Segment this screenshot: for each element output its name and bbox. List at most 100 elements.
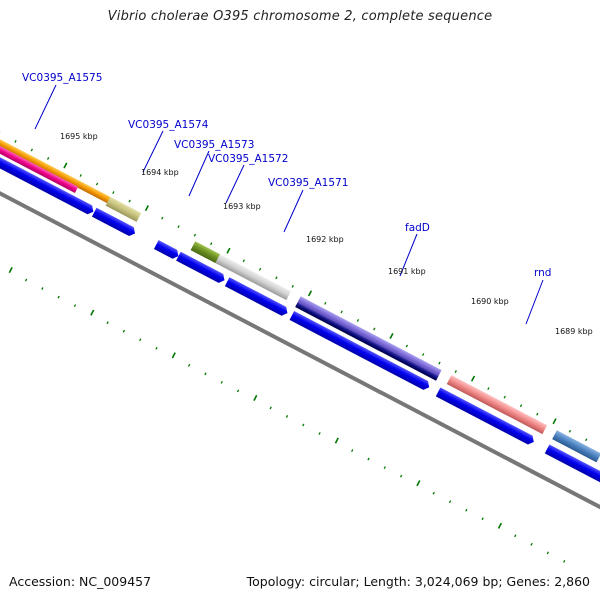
cds-arrow[interactable] [544,444,600,490]
kbp-label: 1694 kbp [141,168,179,177]
major-tick [307,290,313,297]
major-tick [253,394,258,401]
accession-text: Accession: NC_009457 [9,574,152,589]
cds-arrow[interactable] [224,277,290,317]
callout-line-rnd [525,279,544,325]
major-tick [8,267,13,274]
minor-tick [438,361,441,365]
major-tick [416,480,421,487]
minor-tick [210,242,213,246]
minor-tick [351,449,354,452]
callout-line-vc0395-a1571 [283,189,304,233]
minor-tick [161,216,164,220]
kbp-labels: 1695 kbp 1694 kbp 1693 kbp 1692 kbp 1691… [60,132,593,336]
minor-tick [204,372,207,376]
gene-bar-orange[interactable] [0,124,112,204]
major-tick [552,418,557,425]
minor-tick [155,346,158,350]
callout-line-fadd [399,233,418,277]
minor-tick [481,517,484,521]
minor-tick [585,438,588,442]
minor-tick [519,404,523,408]
gene-label-vc0395-a1574[interactable]: VC0395_A1574 [128,119,209,131]
minor-tick [563,559,566,563]
minor-tick [302,423,305,427]
minor-tick [122,329,126,333]
major-tick [63,162,68,169]
callout-line-vc0395-a1575 [34,84,57,130]
gene-label-vc0395-a1575[interactable]: VC0395_A1575 [22,72,102,84]
minor-tick [14,139,17,143]
minor-tick [383,466,386,470]
minor-tick [487,387,490,391]
gene-bar-pink[interactable] [0,129,79,194]
gene-label-fadd[interactable]: fadD [405,222,430,234]
major-tick [226,247,231,254]
callout-line-vc0395-a1573 [188,150,210,197]
minor-tick [291,284,294,288]
gene-bar-vc0395-a1571[interactable] [215,254,291,301]
map-track-group [0,124,600,563]
minor-tick [324,301,327,305]
minor-tick [432,491,435,495]
minor-tick [454,370,457,373]
gene-label-rnd[interactable]: rnd [534,267,551,279]
minor-tick [318,432,321,435]
minor-tick [112,191,115,194]
minor-tick [57,295,60,299]
minor-tick [79,174,82,177]
gene-label-vc0395-a1572[interactable]: VC0395_A1572 [208,153,288,165]
gene-bar-rnd[interactable] [446,375,548,435]
callout-line-vc0395-a1572 [225,164,245,204]
minor-tick [536,412,539,416]
minor-tick [95,182,99,186]
ruler-ticks [0,131,588,442]
minor-tick [30,148,33,152]
minor-tick [139,338,142,342]
gene-bar-fadd-navy[interactable] [295,302,439,381]
cds-arrow[interactable] [91,207,137,238]
kbp-label: 1695 kbp [60,132,98,141]
minor-tick [73,304,77,308]
cds-arrows [0,138,600,490]
minor-tick [220,380,223,384]
gene-bar-next[interactable] [552,430,600,463]
minor-tick [399,474,403,478]
minor-tick [422,353,425,356]
minor-tick [405,344,409,348]
minor-tick [514,534,517,538]
gene-bar-vc0395-a1574[interactable] [105,196,142,222]
major-tick [470,375,476,382]
minor-tick [242,259,245,263]
minor-tick [448,500,452,504]
minor-tick [187,363,191,367]
cds-arrow[interactable] [289,311,432,392]
major-tick [171,352,176,359]
kbp-label: 1690 kbp [471,297,509,306]
minor-tick [128,199,131,203]
gene-bar-fadd-purple[interactable] [296,296,442,378]
chromosome-backbone [0,137,600,558]
cds-arrow[interactable] [435,387,536,446]
map-title: Vibrio cholerae O395 chromosome 2, compl… [107,9,493,24]
gene-labels: VC0395_A1575 VC0395_A1574 VC0395_A1573 V… [22,72,551,279]
minor-tick [465,508,468,512]
callout-line-vc0395-a1574 [142,130,164,173]
minor-tick [285,415,289,418]
major-tick [497,522,502,529]
minor-tick [269,406,272,410]
kbp-label: 1693 kbp [223,202,261,211]
minor-tick [177,225,180,229]
gene-label-vc0395-a1573[interactable]: VC0395_A1573 [174,139,254,151]
cds-arrow[interactable] [176,251,227,285]
major-tick [389,332,394,340]
cds-arrow[interactable] [153,240,181,260]
cds-arrow[interactable] [0,138,96,216]
major-tick [334,437,339,444]
minor-tick [373,327,376,331]
gene-label-vc0395-a1571[interactable]: VC0395_A1571 [268,177,348,189]
minor-tick [24,278,28,282]
minor-tick [503,395,506,399]
gene-bar-vc0395-a1572[interactable] [190,241,221,264]
